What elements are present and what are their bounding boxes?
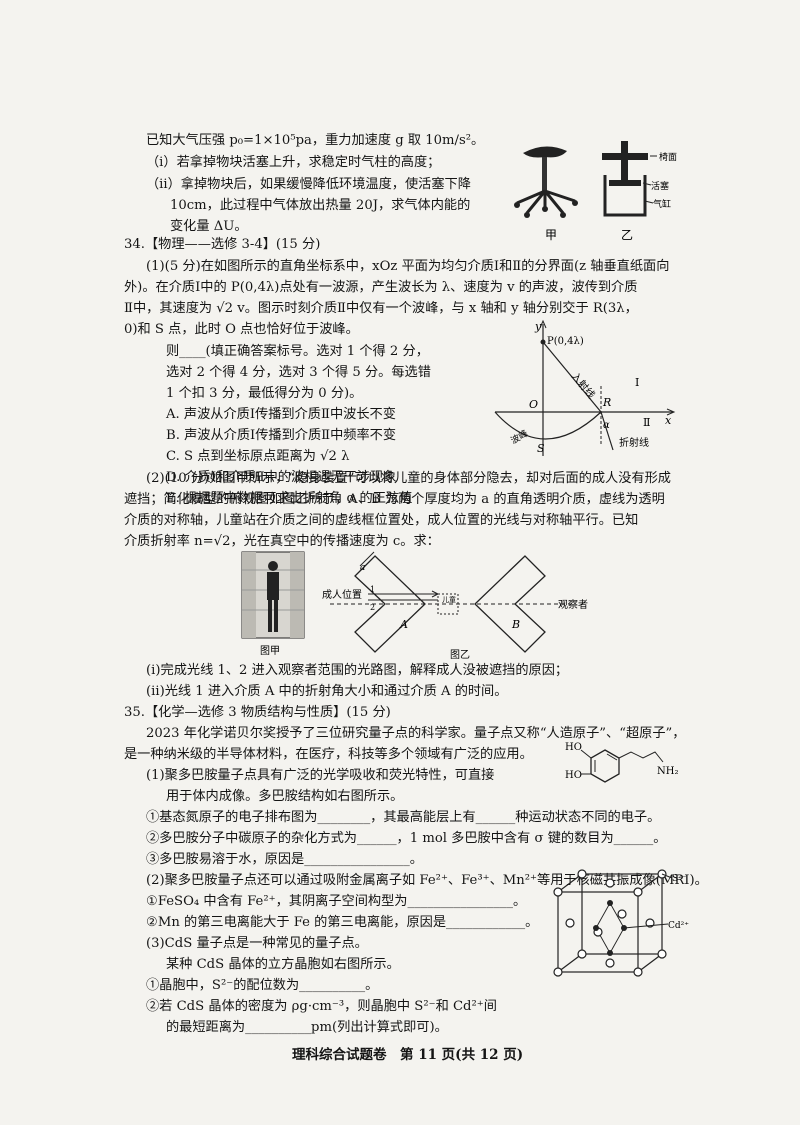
p34-q2-i: (ⅰ)完成光线 1、2 进入观察者范围的光路图，解释成人没被遮挡的原因； [146, 663, 569, 678]
label-prism-b: B [511, 618, 520, 631]
p35-title: 35.【化学—选修 3 物质结构与性质】(15 分) [124, 705, 391, 720]
p34-q1-line4: 0)和 S 点，此时 O 点也恰好位于波峰。 [124, 322, 359, 337]
figure-yi-prisms: 儿童 a 成人位置 1 2 A B 观察者 图乙 [322, 551, 588, 660]
p34-q2-line4: 介质折射率 n=√2，光在真空中的传播速度为 c。求： [124, 534, 440, 549]
p34-q1-line1: (1)(5 分)在如图所示的直角坐标系中，xOz 平面为均匀介质Ⅰ和Ⅱ的分界面(… [146, 259, 670, 274]
label-s: S [537, 442, 545, 455]
label-ho-2: HO [565, 770, 582, 781]
x-label: x [665, 414, 672, 427]
p35-q6: ①晶胞中，S²⁻的配位数为__________。 [146, 978, 379, 993]
p34-q2-line3: 介质的对称轴，儿童站在介质之间的虚线框位置处，成人位置的光线与对称轴平行。已知 [124, 513, 639, 528]
caption-yi: 图乙 [450, 649, 470, 660]
p35-q4: ①FeSO₄ 中含有 Fe²⁺，其阴离子空间构型为_______________… [146, 894, 527, 909]
p33-line2: （ⅰ）若拿掉物块活塞上升，求稳定时气柱的高度； [146, 155, 441, 170]
p35-s3-line2: 某种 CdS 晶体的立方晶胞如右图所示。 [166, 957, 400, 972]
adult-body [267, 572, 279, 600]
child-label: 儿童 [442, 595, 456, 604]
p34-q2-line2: 遮挡；简化模型的俯视图如图乙所示，A、B 为两个厚度均为 a 的直角透明介质，虚… [124, 492, 665, 507]
label-yi: 乙 [621, 228, 633, 242]
p35-intro1: 2023 年化学诺贝尔奖授予了三位研究量子点的科学家。量子点又称“人造原子”、“… [146, 726, 686, 741]
option-b: B. 声波从介质Ⅰ传播到介质Ⅱ中频率不变 [166, 428, 397, 443]
cylinder-body [603, 175, 647, 217]
p34-q1-line6: 选对 2 个得 4 分，选对 3 个得 5 分。每选错 [166, 365, 431, 380]
p35-s3: (3)CdS 量子点是一种常见的量子点。 [146, 936, 368, 951]
prism-b [474, 555, 546, 653]
chair-post [542, 157, 547, 191]
p35-intro2: 是一种纳米级的半导体材料，在医疗，科技等多个领域有广泛的应用。 [124, 747, 533, 762]
label-observer: 观察者 [558, 598, 588, 611]
p35-q7: ②若 CdS 晶体的密度为 ρg·cm⁻³，则晶胞中 S²⁻和 Cd²⁺间 [146, 999, 497, 1014]
dopamine-structure: HO HO NH₂ [565, 742, 678, 783]
p35-q3: ③多巴胺易溶于水，原因是________________。 [146, 852, 423, 867]
label-prism-a: A [399, 618, 408, 631]
p35-q2: ②多巴胺分子中碳原子的杂化方式为______，1 mol 多巴胺中含有 σ 键的… [146, 831, 667, 846]
page-footer: 理科综合试题卷 第 11 页(共 12 页) [292, 1047, 524, 1063]
p33-line3: （ⅱ）拿掉物块后，如果缓慢降低环境温度，使活塞下降 [146, 177, 471, 192]
y-label: y [534, 320, 542, 333]
chair-legs [516, 189, 576, 214]
label-p: P(0,4λ) [547, 336, 584, 347]
label-crest: 波峰 [509, 427, 531, 446]
label-refracted: 折射线 [619, 436, 649, 449]
label-cd-ion: Cd²⁺ [668, 921, 689, 931]
incident-ray [542, 341, 602, 413]
label-adult: 成人位置 [322, 588, 362, 601]
seat-plate [602, 153, 648, 160]
label-ho-1: HO [565, 742, 582, 753]
option-c: C. S 点到坐标原点距离为 √2 λ [166, 449, 350, 464]
label-r: R [602, 396, 611, 409]
chair-seat [523, 146, 567, 158]
label-medium-2: Ⅱ [643, 416, 650, 429]
label-piston: 活塞 [651, 180, 669, 192]
label-ray2: 2 [370, 603, 375, 612]
p33-line5: 变化量 ΔU。 [170, 219, 248, 234]
p34-q1-line3: Ⅱ中，其速度为 √2 v。图示时刻介质Ⅱ中仅有一个波峰，与 x 轴和 y 轴分别… [124, 301, 638, 316]
option-a: A. 声波从介质Ⅰ传播到介质Ⅱ中波长不变 [166, 407, 396, 422]
wave-coordinate-figure: y x P(0,4λ) 入射线 O R S α Ⅰ Ⅱ 波峰 折射线 [494, 319, 676, 456]
p35-s1-line2: 用于体内成像。多巴胺结构如右图所示。 [166, 789, 404, 804]
caption-jia: 图甲 [260, 645, 280, 657]
p35-q1: ①基态氮原子的电子排布图为________，其最高能层上有______种运动状态… [146, 810, 661, 825]
label-o: O [529, 398, 538, 411]
option-d: D. 介质Ⅰ和介质Ⅱ中的波相遇无干涉现象 [166, 470, 397, 485]
refracted-ray [600, 411, 614, 451]
p35-q7b: 的最短距离为__________pm(列出计算式即可)。 [166, 1020, 448, 1035]
p34-q2-ii: (ⅱ)光线 1 进入介质 A 中的折射角大小和通过介质 A 的时间。 [146, 684, 508, 699]
label-alpha: α [603, 420, 610, 431]
p34-title: 34.【物理——选修 3-4】(15 分) [124, 237, 321, 252]
cd-ions [593, 900, 627, 956]
adult-head [268, 561, 278, 571]
label-jia: 甲 [545, 228, 557, 242]
wave-crest-arc [494, 411, 602, 440]
p33-line4: 10cm，此过程中气体放出热量 20J，求气体内能的 [170, 198, 471, 213]
p34-q1-line7: 1 个扣 3 分，最低得分为 0 分)。 [166, 386, 363, 401]
label-s-ion: S²⁻ [672, 874, 687, 884]
p33-line1: 已知大气压强 p₀=1×10⁵pa，重力加速度 g 取 10m/s²。 [146, 133, 485, 148]
label-incident: 入射线 [569, 370, 598, 401]
p34-q2-line1: (2)(10 分)如图甲所示，“隐身装置”可以将儿童的身体部分隐去，却对后面的成… [146, 471, 671, 486]
piston [609, 180, 641, 186]
p35-s1-line1: (1)聚多巴胺量子点具有广泛的光学吸收和荧光特性，可直接 [146, 768, 495, 783]
p35-q5: ②Mn 的第三电离能大于 Fe 的第三电离能，原因是____________。 [146, 915, 539, 930]
cell-frame [557, 873, 663, 973]
label-a-thickness: a [360, 563, 365, 573]
figure-jia-photo: 图甲 [241, 551, 305, 657]
s-ions [553, 869, 667, 977]
label-ray1: 1 [370, 585, 375, 594]
p34-q1-line2: 外)。在介质Ⅰ中的 P(0,4λ)点处有一波源，产生波长为 λ、速度为 v 的声… [124, 280, 638, 295]
p34-q1-line5: 则____(填正确答案标号。选对 1 个得 2 分， [166, 344, 429, 359]
cds-unit-cell: S²⁻ Cd²⁺ [553, 869, 689, 977]
child-box [437, 593, 459, 615]
label-seat: 椅面 [659, 151, 677, 163]
option-e: E. 根据题中数据可求出折射角 α 的正弦值 [166, 491, 413, 506]
chair-cylinder-figure: 椅面 活塞 气缸 甲 乙 [514, 141, 677, 242]
label-cylinder: 气缸 [653, 198, 671, 210]
label-medium-1: Ⅰ [635, 376, 639, 389]
label-nh2: NH₂ [657, 766, 678, 777]
